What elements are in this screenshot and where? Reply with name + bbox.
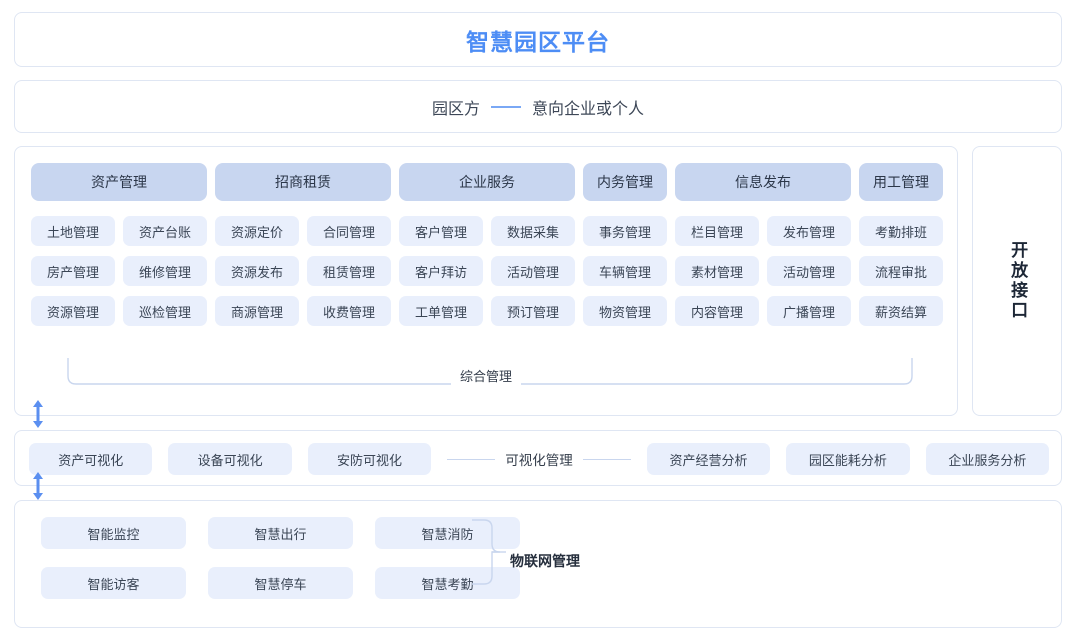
module-row-2: 房产管理 维修管理 资源发布 租赁管理 客户拜访 活动管理 车辆管理 素材管理 … — [31, 256, 943, 286]
module-item[interactable]: 客户管理 — [399, 216, 483, 246]
viz-item-asset[interactable]: 资产可视化 — [29, 443, 153, 475]
iot-item-smart-visitor[interactable]: 智能访客 — [41, 567, 186, 599]
iot-item-smart-travel[interactable]: 智慧出行 — [208, 517, 353, 549]
module-item[interactable]: 工单管理 — [399, 296, 483, 326]
iot-panel: 智能监控 智慧出行 智慧消防 智能访客 智慧停车 智慧考勤 物联网管理 — [14, 500, 1062, 628]
module-item[interactable]: 商源管理 — [215, 296, 299, 326]
iot-grid: 智能监控 智慧出行 智慧消防 智能访客 智慧停车 智慧考勤 — [41, 517, 520, 599]
viz-connector-right-icon — [582, 458, 631, 460]
actors-row: 园区方 意向企业或个人 — [432, 95, 644, 119]
category-information-release[interactable]: 信息发布 — [675, 163, 851, 201]
module-item[interactable]: 数据采集 — [491, 216, 575, 246]
module-item[interactable]: 客户拜访 — [399, 256, 483, 286]
module-item[interactable]: 事务管理 — [583, 216, 667, 246]
comprehensive-management-label: 综合管理 — [450, 365, 521, 385]
viz-item-energy-analysis[interactable]: 园区能耗分析 — [786, 443, 910, 475]
module-item[interactable]: 巡检管理 — [123, 296, 207, 326]
viz-item-asset-operation-analysis[interactable]: 资产经营分析 — [646, 443, 771, 475]
module-item[interactable]: 资源定价 — [215, 216, 299, 246]
module-item[interactable]: 预订管理 — [491, 296, 575, 326]
category-investment-leasing[interactable]: 招商租赁 — [215, 163, 391, 201]
module-item[interactable]: 房产管理 — [31, 256, 115, 286]
module-item[interactable]: 物资管理 — [583, 296, 667, 326]
page-title: 智慧园区平台 — [466, 28, 610, 55]
module-item[interactable]: 资源管理 — [31, 296, 115, 326]
visualization-row: 资产可视化 设备可视化 安防可视化 可视化管理 资产经营分析 园区能耗分析 企业… — [29, 431, 1050, 487]
module-item[interactable]: 合同管理 — [307, 216, 391, 246]
module-item[interactable]: 收费管理 — [307, 296, 391, 326]
viz-item-security[interactable]: 安防可视化 — [307, 443, 432, 475]
double-arrow-up-down-icon-1 — [28, 400, 48, 428]
bracket-label-wrap: 综合管理 — [14, 358, 958, 392]
actor-park-side: 园区方 — [431, 100, 480, 118]
module-item[interactable]: 租赁管理 — [307, 256, 391, 286]
open-interface-label: 开放接口 — [1008, 241, 1028, 321]
iot-item-smart-parking[interactable]: 智慧停车 — [208, 567, 353, 599]
visualization-label: 可视化管理 — [505, 453, 573, 468]
modules-grid: 资产管理 招商租赁 企业服务 内务管理 信息发布 用工管理 土地管理 资产台账 … — [31, 163, 943, 336]
category-asset-management[interactable]: 资产管理 — [31, 163, 207, 201]
iot-item-smart-fire[interactable]: 智慧消防 — [375, 517, 520, 549]
comprehensive-management-bracket: 综合管理 — [14, 358, 958, 392]
core-modules-panel: 资产管理 招商租赁 企业服务 内务管理 信息发布 用工管理 土地管理 资产台账 … — [14, 146, 958, 416]
module-item[interactable]: 薪资结算 — [859, 296, 943, 326]
open-interface-panel: 开放接口 — [972, 146, 1062, 416]
viz-connector-left-icon — [447, 458, 496, 460]
module-item[interactable]: 资源发布 — [215, 256, 299, 286]
iot-label: 物联网管理 — [510, 553, 580, 569]
platform-title-bar: 智慧园区平台 — [14, 12, 1062, 67]
actors-bar: 园区方 意向企业或个人 — [14, 80, 1062, 133]
module-item[interactable]: 发布管理 — [767, 216, 851, 246]
iot-item-smart-monitor[interactable]: 智能监控 — [41, 517, 186, 549]
category-header-row: 资产管理 招商租赁 企业服务 内务管理 信息发布 用工管理 — [31, 163, 943, 201]
category-enterprise-service[interactable]: 企业服务 — [399, 163, 575, 201]
module-item[interactable]: 土地管理 — [31, 216, 115, 246]
connector-dash-icon — [491, 105, 521, 108]
visualization-panel: 资产可视化 设备可视化 安防可视化 可视化管理 资产经营分析 园区能耗分析 企业… — [14, 430, 1062, 486]
module-item[interactable]: 内容管理 — [675, 296, 759, 326]
module-item[interactable]: 栏目管理 — [675, 216, 759, 246]
module-item[interactable]: 广播管理 — [767, 296, 851, 326]
module-item[interactable]: 活动管理 — [491, 256, 575, 286]
double-arrow-up-down-icon-2 — [28, 472, 48, 500]
actor-tenant-side: 意向企业或个人 — [532, 100, 645, 118]
module-row-1: 土地管理 资产台账 资源定价 合同管理 客户管理 数据采集 事务管理 栏目管理 … — [31, 216, 943, 246]
category-internal-affairs[interactable]: 内务管理 — [583, 163, 667, 201]
iot-item-smart-attendance[interactable]: 智慧考勤 — [375, 567, 520, 599]
viz-item-device[interactable]: 设备可视化 — [168, 443, 292, 475]
module-item[interactable]: 活动管理 — [767, 256, 851, 286]
module-row-3: 资源管理 巡检管理 商源管理 收费管理 工单管理 预订管理 物资管理 内容管理 … — [31, 296, 943, 326]
module-item[interactable]: 素材管理 — [675, 256, 759, 286]
module-item[interactable]: 维修管理 — [123, 256, 207, 286]
category-labor-management[interactable]: 用工管理 — [859, 163, 943, 201]
module-item[interactable]: 车辆管理 — [583, 256, 667, 286]
module-item[interactable]: 考勤排班 — [859, 216, 943, 246]
viz-item-service-analysis[interactable]: 企业服务分析 — [925, 443, 1050, 475]
iot-bracket-icon — [472, 519, 506, 585]
module-item[interactable]: 资产台账 — [123, 216, 207, 246]
module-item[interactable]: 流程审批 — [859, 256, 943, 286]
